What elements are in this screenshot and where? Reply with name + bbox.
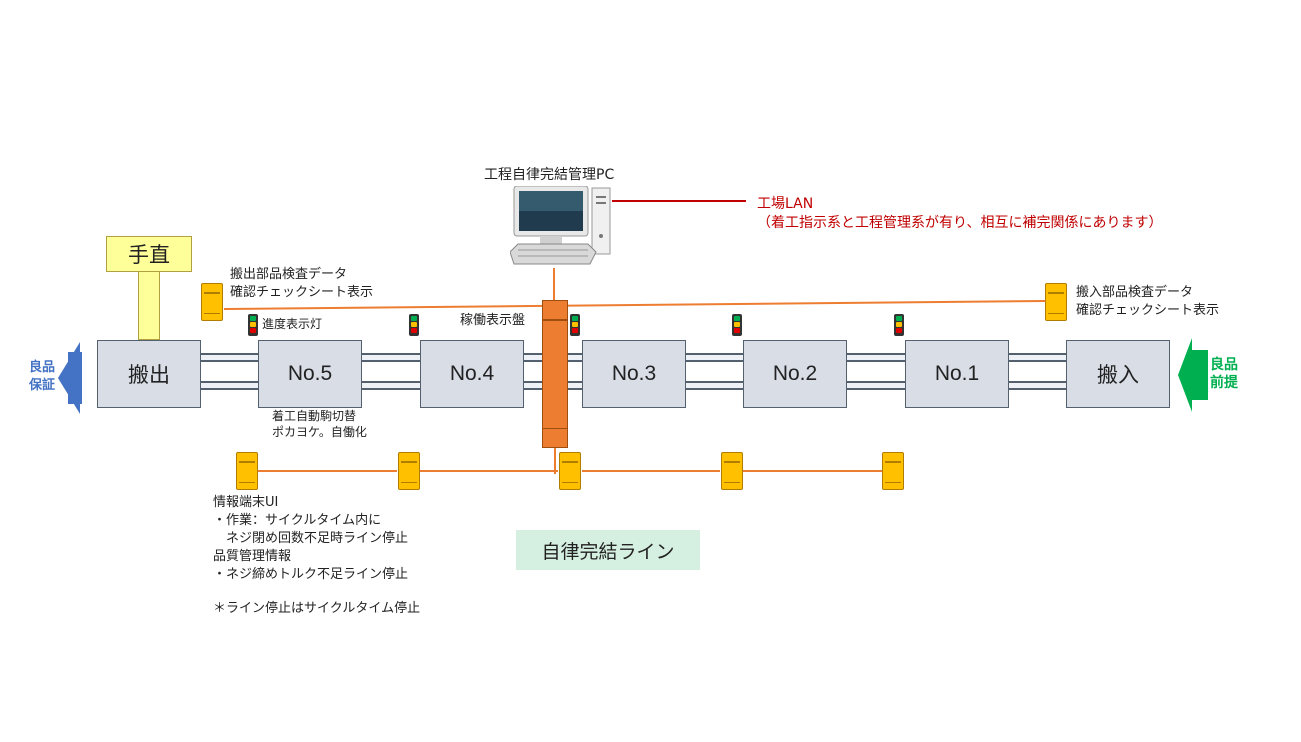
progress-light-icon bbox=[894, 314, 904, 336]
station-no1: No.1 bbox=[905, 340, 1009, 408]
right-terminal-line1: 搬入部品検査データ bbox=[1076, 285, 1194, 300]
status-board-label: 稼働表示盤 bbox=[460, 313, 526, 328]
line-title: 自律完結ライン bbox=[541, 540, 675, 563]
ui-info-line: 情報端末UI bbox=[213, 495, 279, 510]
right-arrow-line2: 前提 bbox=[1210, 375, 1238, 391]
info-terminal-icon bbox=[398, 452, 420, 490]
station-label: No.2 bbox=[772, 362, 818, 385]
station-no4: No.4 bbox=[420, 340, 524, 408]
ui-info-line: 品質管理情報 bbox=[213, 549, 292, 564]
station-label: 搬出 bbox=[128, 364, 170, 387]
station-unload: 搬出 bbox=[97, 340, 201, 408]
info-terminal-icon bbox=[882, 452, 904, 490]
left-arrow-label: 良品 保証 bbox=[22, 359, 62, 395]
right-terminal-icon bbox=[1045, 283, 1067, 321]
left-arrow-line2: 保証 bbox=[28, 378, 55, 393]
right-arrow-icon bbox=[1178, 338, 1208, 416]
lan-title: 工場LAN bbox=[757, 196, 814, 212]
lan-note: （着工指示系と工程管理系が有り、相互に補完関係にあります） bbox=[757, 215, 1163, 231]
progress-light-label: 進度表示灯 bbox=[262, 317, 323, 331]
manual-rework-label: 手直 bbox=[128, 243, 170, 267]
station-load: 搬入 bbox=[1066, 340, 1170, 408]
ui-info-line: ・作業：サイクルタイム内に bbox=[213, 513, 382, 528]
right-arrow-line1: 良品 bbox=[1210, 357, 1238, 373]
left-arrow-line1: 良品 bbox=[28, 360, 55, 375]
station-no2: No.2 bbox=[743, 340, 847, 408]
station-label: No.1 bbox=[934, 362, 980, 385]
ui-info-line: ネジ閉め回数不足時ライン停止 bbox=[213, 531, 409, 546]
pc-to-board-line bbox=[553, 268, 555, 302]
station5-note-line1: 着工自動駒切替 bbox=[272, 409, 357, 423]
pc-label: 工程自律完結管理PC bbox=[484, 167, 615, 183]
manual-rework-connector bbox=[138, 272, 160, 340]
lan-line bbox=[612, 200, 746, 202]
progress-light-icon bbox=[570, 314, 580, 336]
station-no5: No.5 bbox=[258, 340, 362, 408]
ui-info-line: ＊ライン停止はサイクルタイム停止 bbox=[213, 601, 421, 616]
station5-note-line2: ポカヨケ。自働化 bbox=[272, 425, 367, 439]
station-no3: No.3 bbox=[582, 340, 686, 408]
station-label: No.5 bbox=[287, 362, 333, 385]
status-board bbox=[542, 300, 568, 448]
left-terminal-line1: 搬出部品検査データ bbox=[230, 267, 348, 282]
info-terminal-icon bbox=[721, 452, 743, 490]
pc-icon bbox=[509, 185, 614, 268]
right-terminal-line2: 確認チェックシート表示 bbox=[1076, 303, 1220, 318]
info-terminal-icon bbox=[559, 452, 581, 490]
info-terminal-icon bbox=[236, 452, 258, 490]
station-label: No.3 bbox=[611, 362, 657, 385]
station-label: No.4 bbox=[449, 362, 495, 385]
progress-light-icon bbox=[248, 314, 258, 336]
left-terminal-icon bbox=[201, 283, 223, 321]
progress-light-icon bbox=[732, 314, 742, 336]
progress-light-icon bbox=[409, 314, 419, 336]
line-title-box: 自律完結ライン bbox=[516, 530, 700, 570]
right-arrow-label: 良品 前提 bbox=[1204, 356, 1244, 392]
station-label: 搬入 bbox=[1097, 364, 1139, 387]
left-terminal-line2: 確認チェックシート表示 bbox=[230, 285, 374, 300]
left-arrow-icon bbox=[58, 342, 82, 418]
ui-info-line: ・ネジ締めトルク不足ライン停止 bbox=[213, 567, 409, 582]
manual-rework-box: 手直 bbox=[106, 236, 192, 272]
